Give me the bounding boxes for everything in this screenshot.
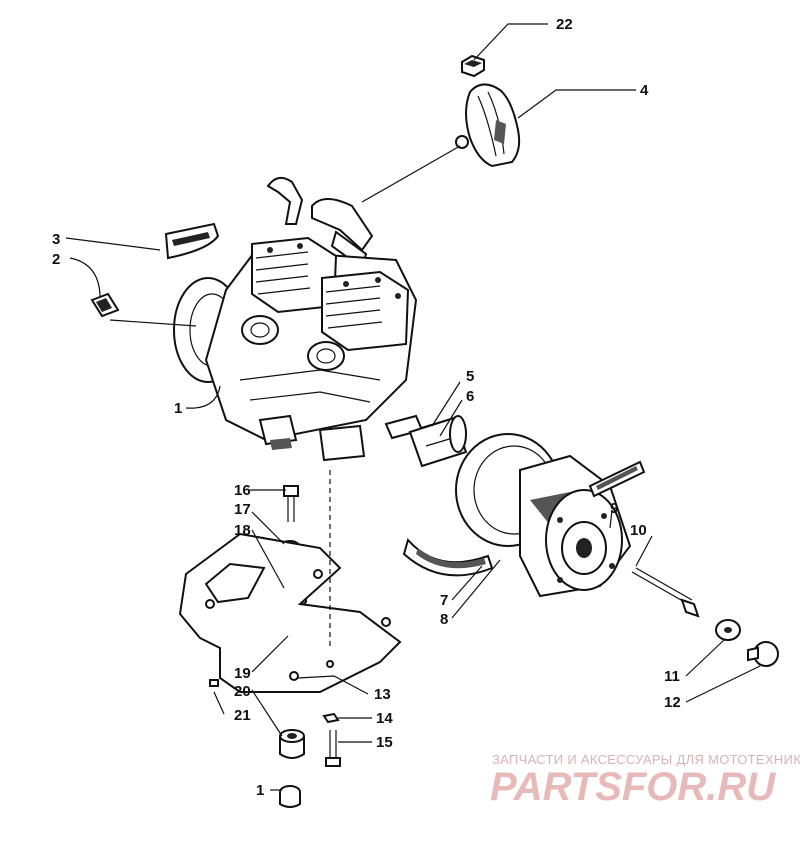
callout-10: 10 xyxy=(630,522,647,539)
part-10-bolt xyxy=(631,567,700,618)
callout-21: 21 xyxy=(234,707,251,724)
callout-20: 20 xyxy=(234,683,251,700)
callout-18: 18 xyxy=(234,522,251,539)
watermark-tagline: ЗАПЧАСТИ И АКСЕССУАРЫ ДЛЯ МОТОТЕХНИКИ xyxy=(492,752,800,767)
part-14-washer xyxy=(322,712,340,724)
callout-6: 6 xyxy=(466,388,474,405)
callout-11: 11 xyxy=(664,668,680,685)
callout-13: 13 xyxy=(374,686,391,703)
callout-5: 5 xyxy=(466,368,474,385)
part-5-6-shaft xyxy=(408,415,468,468)
part-11-washer xyxy=(715,619,741,641)
callout-12: 12 xyxy=(664,694,681,711)
watermark: ЗАПЧАСТИ И АКСЕССУАРЫ ДЛЯ МОТОТЕХНИКИ PA… xyxy=(490,752,800,809)
callout-numbers: 22 4 3 2 1 5 6 16 17 18 9 10 7 8 19 11 1… xyxy=(52,16,681,799)
watermark-logo: PARTSFOR.RU xyxy=(490,765,776,809)
callout-9: 9 xyxy=(610,500,618,517)
part-20-mount xyxy=(279,729,305,759)
part-8-clutch xyxy=(455,433,632,598)
callout-8: 8 xyxy=(440,611,448,628)
callout-15: 15 xyxy=(376,734,393,751)
part-2-decal xyxy=(90,292,120,318)
part-12-cap xyxy=(747,641,779,667)
callout-2: 2 xyxy=(52,251,60,268)
leader-lines xyxy=(65,23,761,791)
part-1-mount-bottom xyxy=(279,785,301,808)
callout-19: 19 xyxy=(234,665,251,682)
part-16-bolt xyxy=(283,485,299,522)
callout-7: 7 xyxy=(440,592,448,609)
part-13-plate xyxy=(178,532,402,693)
callout-22: 22 xyxy=(556,16,573,33)
part-4-bracket xyxy=(455,83,521,168)
callout-1: 1 xyxy=(174,400,182,417)
part-15-bolt xyxy=(325,730,341,767)
callout-17: 17 xyxy=(234,501,251,518)
part-7-belt xyxy=(402,460,646,577)
callout-16: 16 xyxy=(234,482,251,499)
part-21-screw xyxy=(209,679,219,687)
callout-3: 3 xyxy=(52,231,60,248)
callout-14: 14 xyxy=(376,710,393,727)
callout-4: 4 xyxy=(640,82,649,99)
callout-1-bottom: 1 xyxy=(256,782,264,799)
part-1-engine xyxy=(173,176,424,462)
part-3-decal xyxy=(164,222,220,260)
part-22-clip xyxy=(461,54,485,78)
